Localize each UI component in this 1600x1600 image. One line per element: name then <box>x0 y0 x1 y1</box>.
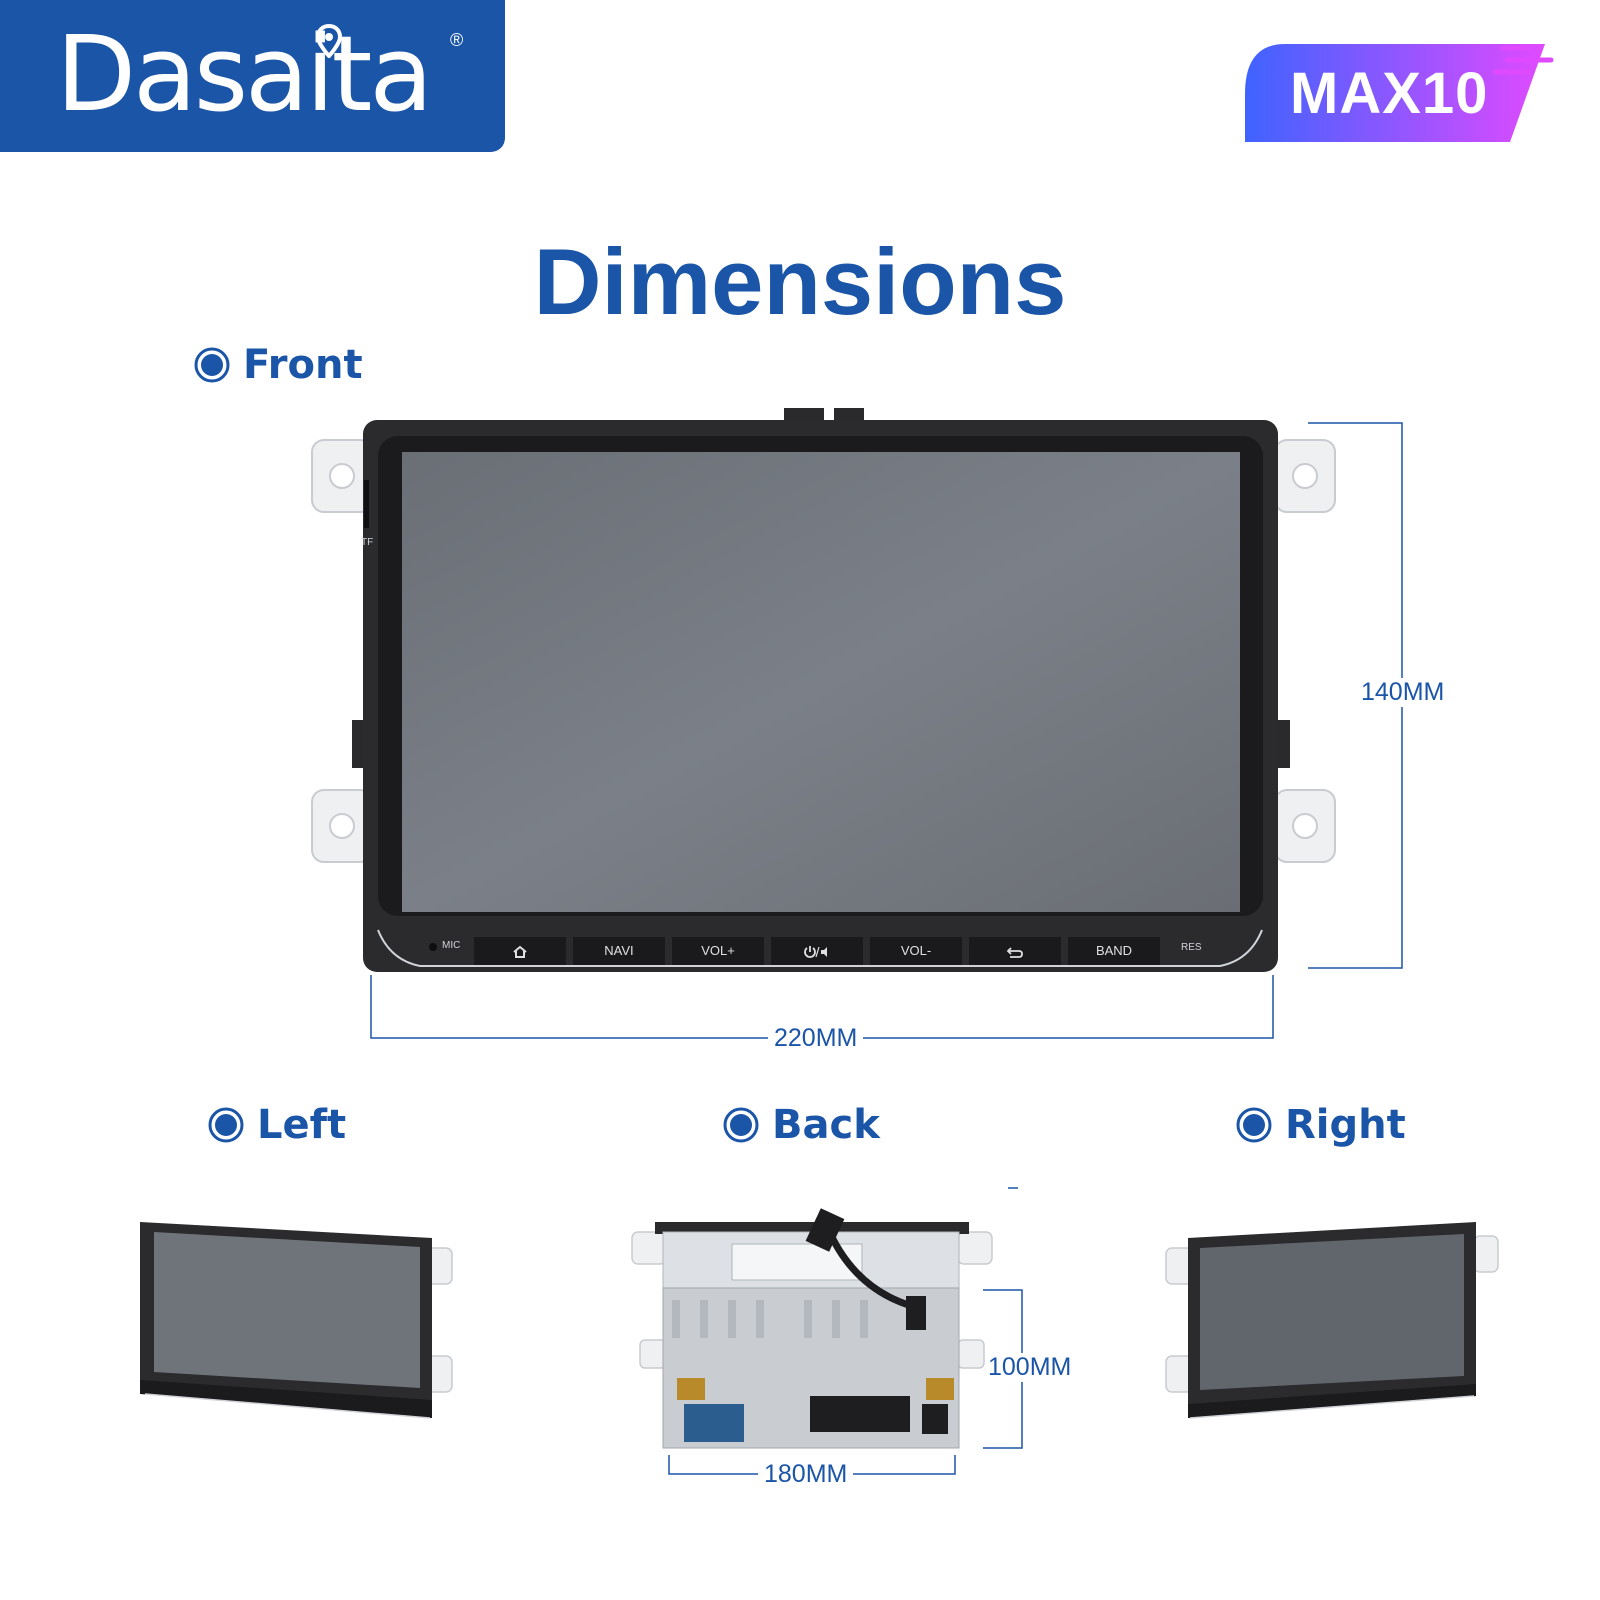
front-section-header: Front <box>193 342 363 388</box>
right-label: Right <box>1285 1102 1406 1148</box>
home-button[interactable] <box>474 937 566 967</box>
back-button[interactable] <box>969 937 1061 967</box>
page-title: Dimensions <box>533 229 1067 334</box>
back-arrow-icon <box>1006 946 1023 958</box>
location-pin-icon <box>316 24 342 58</box>
mic-label: MIC <box>442 940 461 951</box>
back-height-dimension-label: 100MM <box>986 1353 1074 1382</box>
radio-dot-icon <box>194 347 230 383</box>
radio-dot-icon <box>208 1107 244 1143</box>
mic-hole-icon <box>429 943 437 951</box>
navi-button[interactable]: NAVI <box>573 937 665 967</box>
width-dimension-label: 220MM <box>768 1024 864 1053</box>
home-icon <box>513 945 527 958</box>
left-section-header: Left <box>207 1102 346 1148</box>
height-dimension-label: 140MM <box>1355 678 1451 707</box>
back-section-header: Back <box>722 1102 880 1148</box>
vol-up-button[interactable]: VOL+ <box>672 937 764 967</box>
model-badge-shape <box>1245 44 1554 142</box>
brand-name: Dasaita <box>56 13 433 135</box>
brand-logo-box: Dasaita ® <box>0 0 505 152</box>
left-label: Left <box>257 1102 347 1148</box>
back-width-dimension-label: 180MM <box>758 1460 854 1489</box>
back-label: Back <box>772 1102 880 1148</box>
vol-down-button[interactable]: VOL- <box>870 937 962 967</box>
radio-dot-icon <box>1236 1107 1272 1143</box>
registered-mark: ® <box>450 30 464 50</box>
res-label: RES <box>1181 942 1202 953</box>
power-mute-icon <box>804 945 827 958</box>
power-mute-button[interactable] <box>771 937 863 967</box>
front-label: Front <box>243 342 363 388</box>
right-section-header: Right <box>1235 1102 1406 1148</box>
radio-dot-icon <box>723 1107 759 1143</box>
model-badge-label: MAX10 <box>1290 61 1489 126</box>
band-button[interactable]: BAND <box>1068 937 1160 967</box>
tf-slot-label: TF <box>361 537 374 548</box>
